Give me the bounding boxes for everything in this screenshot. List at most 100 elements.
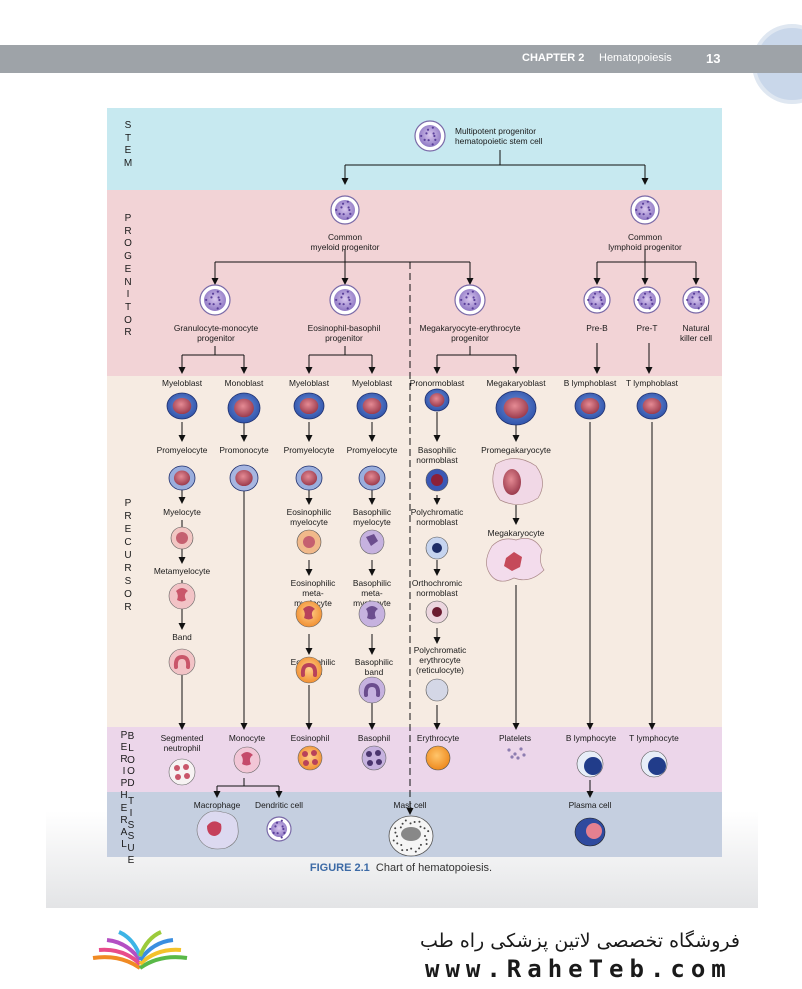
megakaryocyte-cell-icon: [486, 538, 545, 582]
label-myelocyte: Myelocyte: [163, 507, 201, 517]
orthonormoblast-cell-icon: [425, 600, 449, 624]
eosinophil-cell-icon: [297, 745, 323, 771]
label-promyelocyte3: Promyelocyte: [346, 445, 398, 455]
label-promyelocyte2: Promyelocyte: [283, 445, 335, 455]
label-monocyte: Monocyte: [228, 733, 266, 743]
label-eosinophil: Eosinophil: [290, 733, 330, 743]
plasmacell-icon: [574, 817, 606, 847]
clp-cell-icon: [630, 195, 660, 225]
basmeta-cell-icon: [358, 600, 386, 628]
label-preb: Pre-B: [586, 323, 608, 333]
blymphoblast-cell-icon: [574, 392, 606, 420]
eosmeta-cell-icon: [295, 600, 323, 628]
basband-cell-icon: [358, 676, 386, 704]
figure-number: FIGURE 2.1: [309, 862, 370, 874]
label-dendritic: Dendritic cell: [255, 800, 303, 810]
macrophage-cell-icon: [196, 810, 239, 850]
megakaryoblast-cell-icon: [495, 390, 537, 426]
platelets-icon: [507, 747, 526, 760]
polynormoblast-cell-icon: [425, 536, 449, 560]
chapter-number: CHAPTER 2: [522, 52, 585, 64]
pret-cell-icon: [633, 286, 661, 314]
label-macrophage: Macrophage: [193, 800, 241, 810]
basmyelocyte-cell-icon: [359, 529, 385, 555]
preb-cell-icon: [583, 286, 611, 314]
store-name: فروشگاه تخصصی لاتین پزشکی راه طب: [420, 930, 740, 952]
basophil-cell-icon: [361, 745, 387, 771]
monoblast-cell-icon: [227, 392, 261, 424]
promyelocyte3-cell-icon: [358, 465, 386, 491]
cmp-cell-icon: [330, 195, 360, 225]
chapter-title: Hematopoiesis: [599, 52, 672, 64]
label-erythrocyte: Erythrocyte: [416, 733, 460, 743]
label-promonocyte: Promonocyte: [219, 445, 269, 455]
promyelocyte2-cell-icon: [295, 465, 323, 491]
label-monoblast: Monoblast: [224, 378, 264, 388]
polyerythro-cell-icon: [425, 678, 449, 702]
blymphocyte-cell-icon: [576, 750, 604, 778]
promonocyte-cell-icon: [229, 464, 259, 492]
basnormoblast-cell-icon: [425, 468, 449, 492]
label-band: Band: [172, 632, 192, 642]
label-myeloblast3: Myeloblast: [351, 378, 393, 388]
myeloblast3-cell-icon: [356, 392, 388, 420]
tlymphoblast-cell-icon: [636, 392, 668, 420]
promegakaryocyte-cell-icon: [492, 458, 543, 505]
page-number: 13: [706, 51, 721, 66]
band-cell-icon: [168, 648, 196, 676]
chapter-header-bar: [0, 45, 802, 73]
label-plasmacell: Plasma cell: [568, 800, 612, 810]
label-metamyelocyte: Metamyelocyte: [153, 566, 211, 576]
precursor-band: [107, 376, 722, 727]
progenitor-band: [107, 190, 722, 376]
mastcell-icon: [388, 815, 434, 857]
blood-band: [107, 727, 722, 792]
myeloblast-cell-icon: [166, 392, 198, 420]
label-megakaryoblast: Megakaryoblast: [486, 378, 546, 388]
figure-caption-text: Chart of hematopoiesis.: [375, 862, 493, 874]
erythrocyte-cell-icon: [425, 745, 451, 771]
label-tlymphoblast: T lymphoblast: [626, 378, 678, 388]
metamyelocyte-cell-icon: [168, 582, 196, 610]
label-tlymphocyte: T lymphocyte: [629, 733, 679, 743]
label-pret: Pre-T: [636, 323, 658, 333]
book-logo-icon: [92, 930, 188, 970]
figure-caption: FIGURE 2.1 Chart of hematopoiesis.: [0, 862, 802, 874]
pronormoblast-cell-icon: [424, 388, 450, 412]
myeloblast2-cell-icon: [293, 392, 325, 420]
dendritic-cell-icon: [266, 816, 292, 842]
label-megakaryocyte: Megakaryocyte: [487, 528, 545, 538]
mep-cell-icon: [454, 284, 486, 316]
label-myeloblast2: Myeloblast: [288, 378, 330, 388]
label-platelets: Platelets: [498, 733, 532, 743]
nk-cell-icon: [682, 286, 710, 314]
ebp-cell-icon: [329, 284, 361, 316]
myelocyte-cell-icon: [170, 526, 194, 550]
stem-band: [107, 108, 722, 190]
label-basophil: Basophil: [357, 733, 391, 743]
hsc-cell-icon: [414, 120, 446, 152]
gmp-cell-icon: [199, 284, 231, 316]
label-pronormoblast: Pronormoblast: [409, 378, 465, 388]
tlymphocyte-cell-icon: [640, 750, 668, 778]
store-url[interactable]: www.RaheTeb.com: [425, 955, 732, 983]
